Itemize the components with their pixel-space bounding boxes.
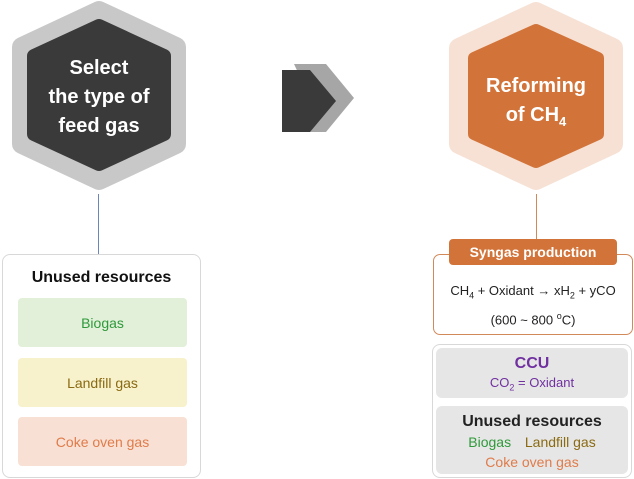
left-hexagon-core — [27, 19, 171, 171]
left-hexagon-line-3: feed gas — [58, 115, 140, 137]
syngas-temperature: (600 ~ 800 oC) — [434, 306, 632, 330]
double-arrow-icon — [282, 64, 354, 132]
right-hexagon — [449, 2, 623, 190]
right-biogas-label: Biogas — [468, 434, 512, 450]
right-coke-label: Coke oven gas — [485, 454, 579, 470]
eq-ch-subscript: 4 — [469, 290, 475, 301]
coke-oven-gas-pill: Coke oven gas — [18, 417, 187, 466]
left-hexagon-label: Select the type of feed gas — [30, 54, 168, 141]
unused-resources-card: Unused resources Biogas Landfill gas Cok… — [2, 254, 201, 478]
ccu-rest: = Oxidant — [514, 375, 575, 390]
left-hexagon-line-1: Select — [69, 57, 129, 79]
right-hexagon-line-2: of CH4 — [472, 101, 600, 136]
eq-end: + yCO — [574, 283, 616, 298]
biogas-pill: Biogas — [18, 298, 187, 347]
syngas-production-tag: Syngas production — [449, 239, 617, 265]
temp-degree: o — [556, 310, 562, 321]
eq-ch: CH — [450, 283, 470, 298]
right-hexagon-label: Reforming of CH4 — [472, 72, 600, 136]
right-hexagon-line-1: Reforming — [486, 75, 586, 97]
right-unused-row-1: Biogas Landfill gas — [436, 432, 628, 452]
right-resources-card: CCU CO2 = Oxidant Unused resources Bioga… — [432, 344, 632, 478]
unused-resources-title: Unused resources — [31, 269, 172, 286]
ccu-co: CO — [489, 375, 510, 390]
ccu-box: CCU CO2 = Oxidant — [436, 348, 628, 398]
arrow-front-shape — [282, 70, 336, 132]
right-hexagon-core — [468, 24, 604, 168]
ccu-co-subscript: 2 — [509, 382, 515, 393]
left-connector-line — [98, 194, 99, 254]
right-landfill-label: Landfill gas — [524, 434, 596, 450]
eq-h-subscript: 2 — [569, 290, 575, 301]
right-hexagon-line-2-text: of CH — [505, 104, 560, 126]
right-connector-line — [536, 194, 537, 240]
left-hexagon — [12, 1, 186, 190]
right-unused-title: Unused resources — [462, 413, 602, 430]
temp-pre: (600 ~ 800 — [490, 311, 557, 327]
ccu-oxidant: CO2 = Oxidant — [436, 374, 628, 397]
left-hexagon-line-2: the type of — [48, 86, 150, 108]
temp-post: C) — [561, 311, 576, 327]
ccu-title: CCU — [514, 355, 550, 372]
syngas-equation: CH4 + Oxidant → xH2 + yCO — [434, 281, 632, 306]
syngas-reaction-box: CH4 + Oxidant → xH2 + yCO (600 ~ 800 oC) — [433, 254, 633, 335]
right-hexagon-line-2-subscript: 4 — [559, 114, 567, 129]
eq-mid: + Oxidant → xH — [474, 283, 570, 298]
landfill-gas-pill: Landfill gas — [18, 358, 187, 407]
right-unused-box: Unused resources Biogas Landfill gas Cok… — [436, 406, 628, 474]
